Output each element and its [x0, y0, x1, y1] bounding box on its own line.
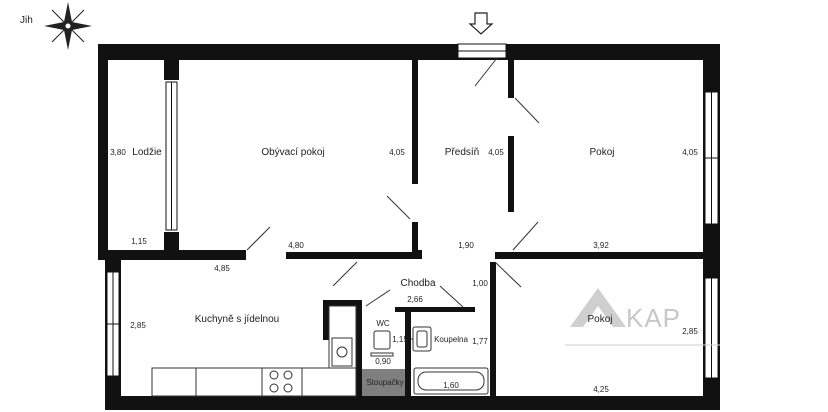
dim-koupelna-h: 1,77	[472, 337, 488, 346]
dim-kuchyne-h: 2,85	[130, 321, 146, 330]
washbasin-icon	[412, 326, 432, 352]
dim-obyvaci-w: 4,80	[288, 241, 304, 250]
room-obyvaci-pokoj: Obývací pokoj	[261, 147, 324, 158]
walls	[98, 44, 720, 410]
dim-pokoj-top-h: 4,05	[682, 148, 698, 157]
brand-text: KAP	[626, 303, 681, 333]
dim-obyvaci-h: 4,05	[389, 148, 405, 157]
stoupacky-area	[362, 369, 408, 396]
toilet-icon	[370, 330, 394, 357]
entrance-arrow-icon	[468, 12, 494, 35]
room-kuchyne: Kuchyně s jídelnou	[195, 314, 280, 325]
dim-koupelna-w: 1,60	[443, 381, 459, 390]
dim-chodba-h: 1,00	[472, 279, 488, 288]
room-stoupacky: Stoupačky	[366, 378, 403, 387]
dim-chodba-w: 2,66	[407, 295, 423, 304]
room-pokoj-top: Pokoj	[589, 147, 614, 158]
dim-pokoj-bottom-h: 2,85	[682, 327, 698, 336]
room-pokoj-bottom: Pokoj	[587, 314, 612, 325]
dim-wc-h: 1,15	[392, 335, 408, 344]
kitchen-counter	[151, 305, 357, 397]
windows	[106, 43, 719, 379]
room-chodba: Chodba	[400, 278, 435, 289]
kitchen-sink-icon	[331, 337, 353, 367]
dim-predsin-h: 4,05	[488, 148, 504, 157]
dim-wc-w: 0,90	[375, 357, 391, 366]
compass-rose-icon	[44, 2, 92, 50]
room-wc: WC	[376, 319, 390, 328]
room-lodzie: Lodžie	[132, 147, 162, 158]
stove-icon	[269, 370, 293, 393]
compass-label: Jih	[20, 15, 33, 26]
dim-lodzie-w: 1,15	[131, 237, 147, 246]
room-predsin: Předsíň	[445, 147, 479, 158]
room-koupelna: Koupelna	[434, 335, 468, 344]
dim-pokoj-bottom-w: 4,25	[593, 385, 609, 394]
dim-pokoj-top-w: 3,92	[593, 241, 609, 250]
bathtub-icon	[413, 367, 489, 395]
dim-kuchyne-w: 4,85	[214, 264, 230, 273]
dim-lodzie-h: 3,80	[110, 148, 126, 157]
kap-logo-icon	[565, 288, 720, 346]
dim-predsin-w: 1,90	[458, 241, 474, 250]
